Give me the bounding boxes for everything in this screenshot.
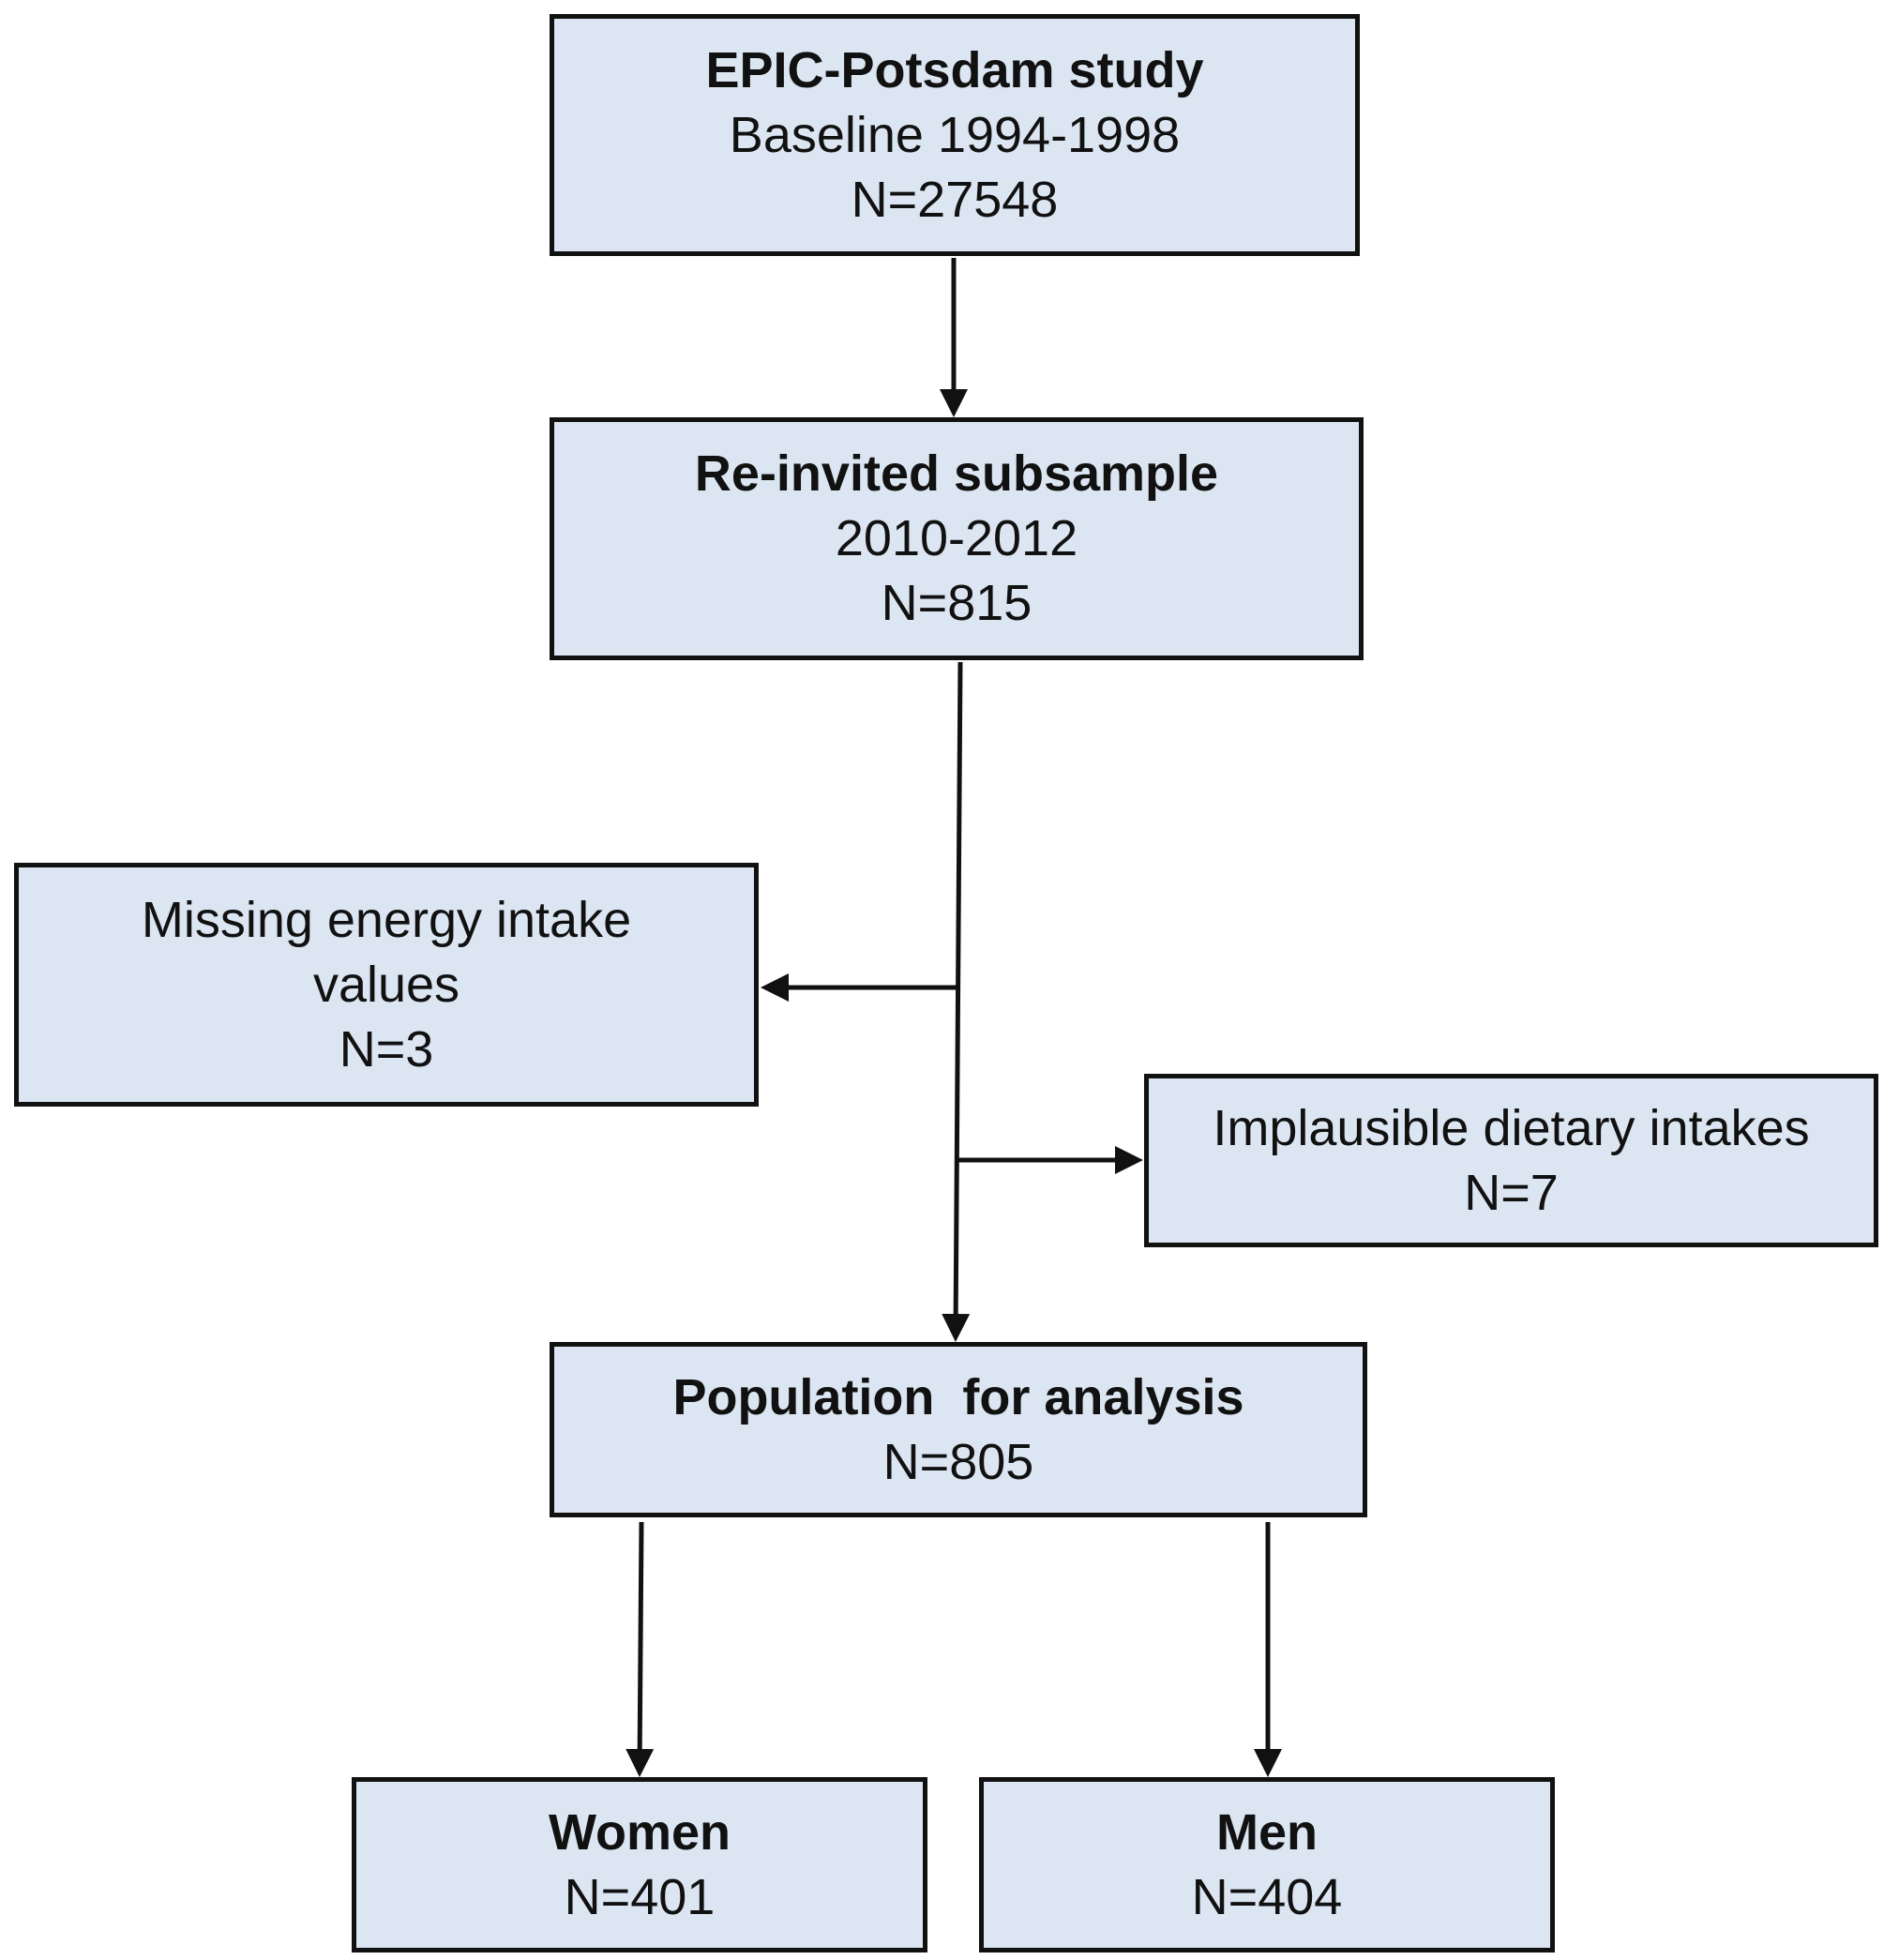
node-label: Implausible dietary intakes [1213, 1099, 1810, 1156]
node-title: Men [1216, 1803, 1318, 1861]
node-count: N=401 [564, 1868, 716, 1925]
node-population-for-analysis: Population for analysis N=805 [550, 1342, 1367, 1517]
node-count: N=3 [339, 1020, 434, 1078]
node-implausible-dietary-intakes: Implausible dietary intakes N=7 [1144, 1074, 1878, 1247]
node-count: N=7 [1464, 1164, 1559, 1221]
node-women: Women N=401 [352, 1777, 927, 1952]
node-count: N=404 [1191, 1868, 1343, 1925]
node-title: Re-invited subsample [694, 445, 1219, 502]
node-title: Population for analysis [672, 1368, 1244, 1425]
node-title: Women [548, 1803, 731, 1861]
edge-population-to-women [625, 1521, 655, 1777]
node-epic-potsdam-study: EPIC-Potsdam study Baseline 1994-1998 N=… [550, 14, 1360, 256]
node-label-line1: Missing energy intake [141, 891, 632, 948]
node-men: Men N=404 [979, 1777, 1555, 1952]
node-reinvited-subsample: Re-invited subsample 2010-2012 N=815 [550, 417, 1364, 660]
node-period: 2010-2012 [835, 510, 1078, 566]
node-count: N=27548 [851, 171, 1059, 228]
node-count: N=805 [882, 1433, 1034, 1490]
node-missing-energy-intake: Missing energy intake values N=3 [14, 863, 759, 1107]
node-title: EPIC-Potsdam study [705, 41, 1204, 98]
node-period: Baseline 1994-1998 [729, 106, 1181, 163]
node-count: N=815 [881, 575, 1032, 631]
edge-reinvited-to-population [942, 661, 971, 1342]
node-label-line2: values [312, 956, 460, 1013]
